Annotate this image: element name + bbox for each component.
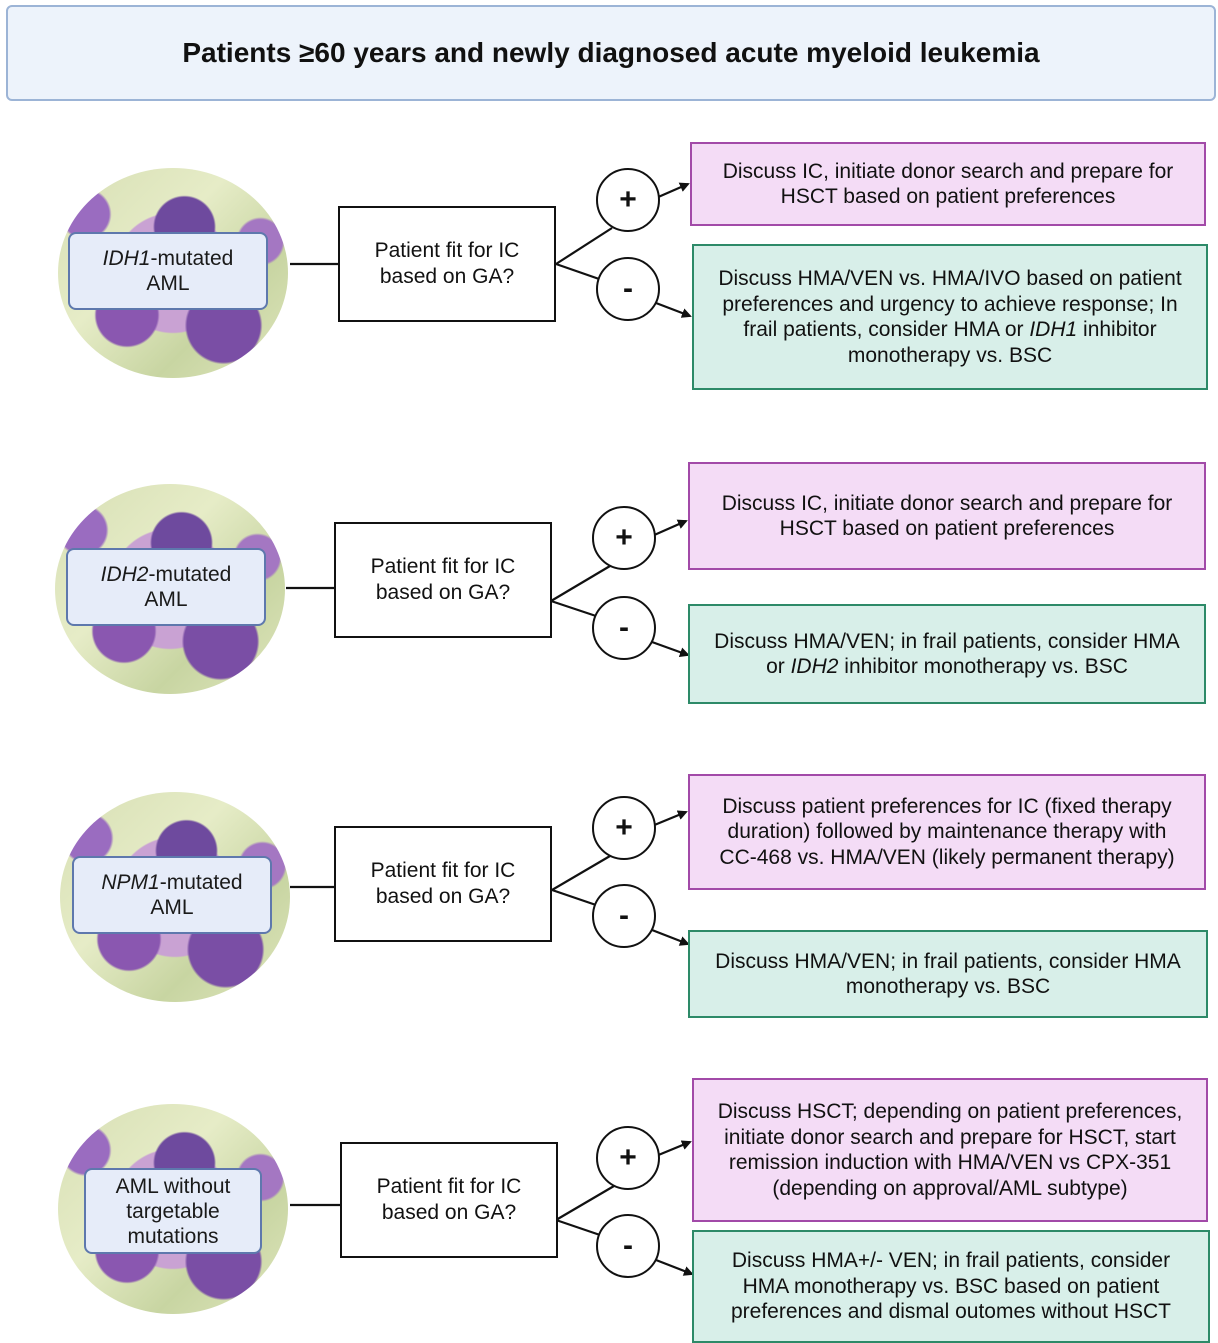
fitness-question-box: Patient fit for IC based on GA?: [340, 1142, 558, 1258]
connector-row4-minus: [555, 1218, 601, 1237]
label-text: AML without targetable mutations: [115, 1174, 231, 1248]
mutation-label-none: AML without targetable mutations: [84, 1168, 262, 1254]
question-text: Patient fit for IC based on GA?: [370, 859, 516, 908]
question-text: Patient fit for IC based on GA?: [370, 555, 516, 604]
connector-row4-minus-arrow: [655, 1258, 694, 1276]
connector-row2-minus: [550, 599, 597, 618]
outcome-unfit-box: Discuss HMA+/- VEN; in frail patients, c…: [692, 1230, 1210, 1343]
outcome-unfit-text: Discuss HMA+/- VEN; in frail patients, c…: [730, 1249, 1172, 1324]
connector-row3-plus: [551, 855, 611, 891]
outcome-fit-text: Discuss HSCT; depending on patient prefe…: [717, 1100, 1183, 1200]
outcome-unfit-box: Discuss HMA/VEN; in frail patients, cons…: [688, 604, 1206, 704]
fitness-question-box: Patient fit for IC based on GA?: [334, 826, 552, 942]
minus-sign-icon: -: [596, 1214, 660, 1278]
plus-sign-icon: +: [592, 796, 656, 860]
diagram-title: Patients ≥60 years and newly diagnosed a…: [182, 37, 1040, 68]
label-suffix: -mutated: [150, 247, 234, 270]
plus-sign-icon: +: [596, 168, 660, 232]
gene-name: NPM1: [101, 871, 160, 894]
outcome-unfit-text: Discuss HMA/VEN vs. HMA/IVO based on pat…: [718, 267, 1182, 367]
plus-sign-icon: +: [592, 506, 656, 570]
label-suffix: -mutated: [159, 871, 243, 894]
header-banner: Patients ≥60 years and newly diagnosed a…: [6, 5, 1216, 101]
connector-row3-minus-arrow: [651, 928, 690, 946]
question-text: Patient fit for IC based on GA?: [374, 239, 520, 288]
label-suffix: -mutated: [148, 563, 232, 586]
label-line2: AML: [144, 588, 188, 611]
fitness-question-box: Patient fit for IC based on GA?: [338, 206, 556, 322]
outcome-unfit-box: Discuss HMA/VEN vs. HMA/IVO based on pat…: [692, 244, 1208, 390]
outcome-unfit-text: Discuss HMA/VEN; in frail patients, cons…: [714, 629, 1180, 679]
outcome-fit-box: Discuss patient preferences for IC (fixe…: [688, 774, 1206, 890]
connector-row2-plus: [550, 565, 611, 602]
connector-row1-minus: [555, 262, 603, 282]
gene-name: IDH2: [100, 563, 149, 586]
outcome-fit-text: Discuss IC, initiate donor search and pr…: [721, 491, 1173, 541]
outcome-unfit-box: Discuss HMA/VEN; in frail patients, cons…: [688, 930, 1208, 1018]
connector-row3-plus-arrow: [651, 810, 688, 828]
connector-row1-plus-arrow: [655, 182, 690, 200]
outcome-fit-box: Discuss HSCT; depending on patient prefe…: [692, 1078, 1208, 1222]
outcome-unfit-text: Discuss HMA/VEN; in frail patients, cons…: [715, 949, 1181, 999]
outcome-fit-box: Discuss IC, initiate donor search and pr…: [690, 142, 1206, 226]
mutation-label-npm1: NPM1-mutated AML: [72, 856, 272, 934]
outcome-fit-text: Discuss IC, initiate donor search and pr…: [722, 159, 1174, 209]
fitness-question-box: Patient fit for IC based on GA?: [334, 522, 552, 638]
connector-row2-plus-arrow: [651, 519, 688, 538]
plus-sign-icon: +: [596, 1126, 660, 1190]
connector-row2-minus-arrow: [651, 640, 690, 657]
outcome-fit-box: Discuss IC, initiate donor search and pr…: [688, 462, 1206, 570]
gene-name: IDH1: [102, 247, 151, 270]
mutation-label-idh2: IDH2-mutated AML: [66, 548, 266, 626]
minus-sign-icon: -: [596, 257, 660, 321]
connector-row4-plus: [555, 1185, 615, 1221]
connector-row1-minus-arrow: [655, 301, 692, 318]
minus-sign-icon: -: [592, 884, 656, 948]
minus-sign-icon: -: [592, 596, 656, 660]
connector-row3-minus: [551, 888, 597, 907]
outcome-fit-text: Discuss patient preferences for IC (fixe…: [719, 794, 1175, 869]
label-line2: AML: [146, 272, 190, 295]
mutation-label-idh1: IDH1-mutated AML: [68, 232, 268, 310]
question-text: Patient fit for IC based on GA?: [376, 1175, 522, 1224]
connector-row1-plus: [555, 227, 613, 265]
label-line2: AML: [150, 896, 194, 919]
connector-row4-plus-arrow: [655, 1140, 692, 1158]
